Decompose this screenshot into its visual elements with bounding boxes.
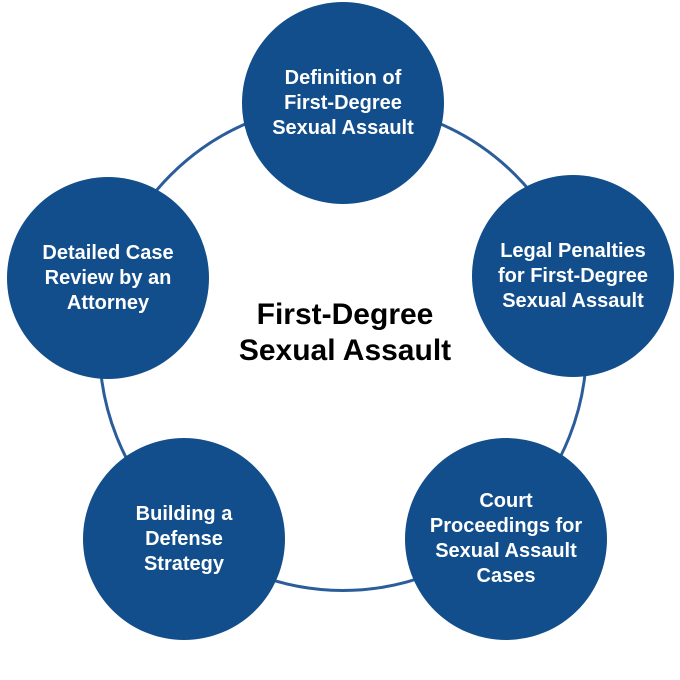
node-label: Legal Penalties for First-Degree Sexual … [497, 239, 649, 312]
node-label: Court Proceedings for Sexual Assault Cas… [429, 490, 583, 587]
node-court-proceedings: Court Proceedings for Sexual Assault Cas… [405, 438, 607, 640]
node-defense-strategy: Building a Defense Strategy [83, 438, 285, 640]
node-legal-penalties: Legal Penalties for First-Degree Sexual … [472, 175, 674, 377]
node-definition: Definition of First-Degree Sexual Assaul… [242, 2, 444, 204]
diagram-center-title: First-Degree Sexual Assault [145, 297, 545, 369]
center-title-line: Sexual Assault [238, 334, 452, 367]
node-label: Detailed Case Review by an Attorney [42, 241, 174, 314]
center-title-line: First-Degree [256, 298, 434, 331]
node-case-review: Detailed Case Review by an Attorney [7, 177, 209, 379]
node-label: Building a Defense Strategy [135, 502, 233, 575]
node-label: Definition of First-Degree Sexual Assaul… [272, 66, 414, 139]
